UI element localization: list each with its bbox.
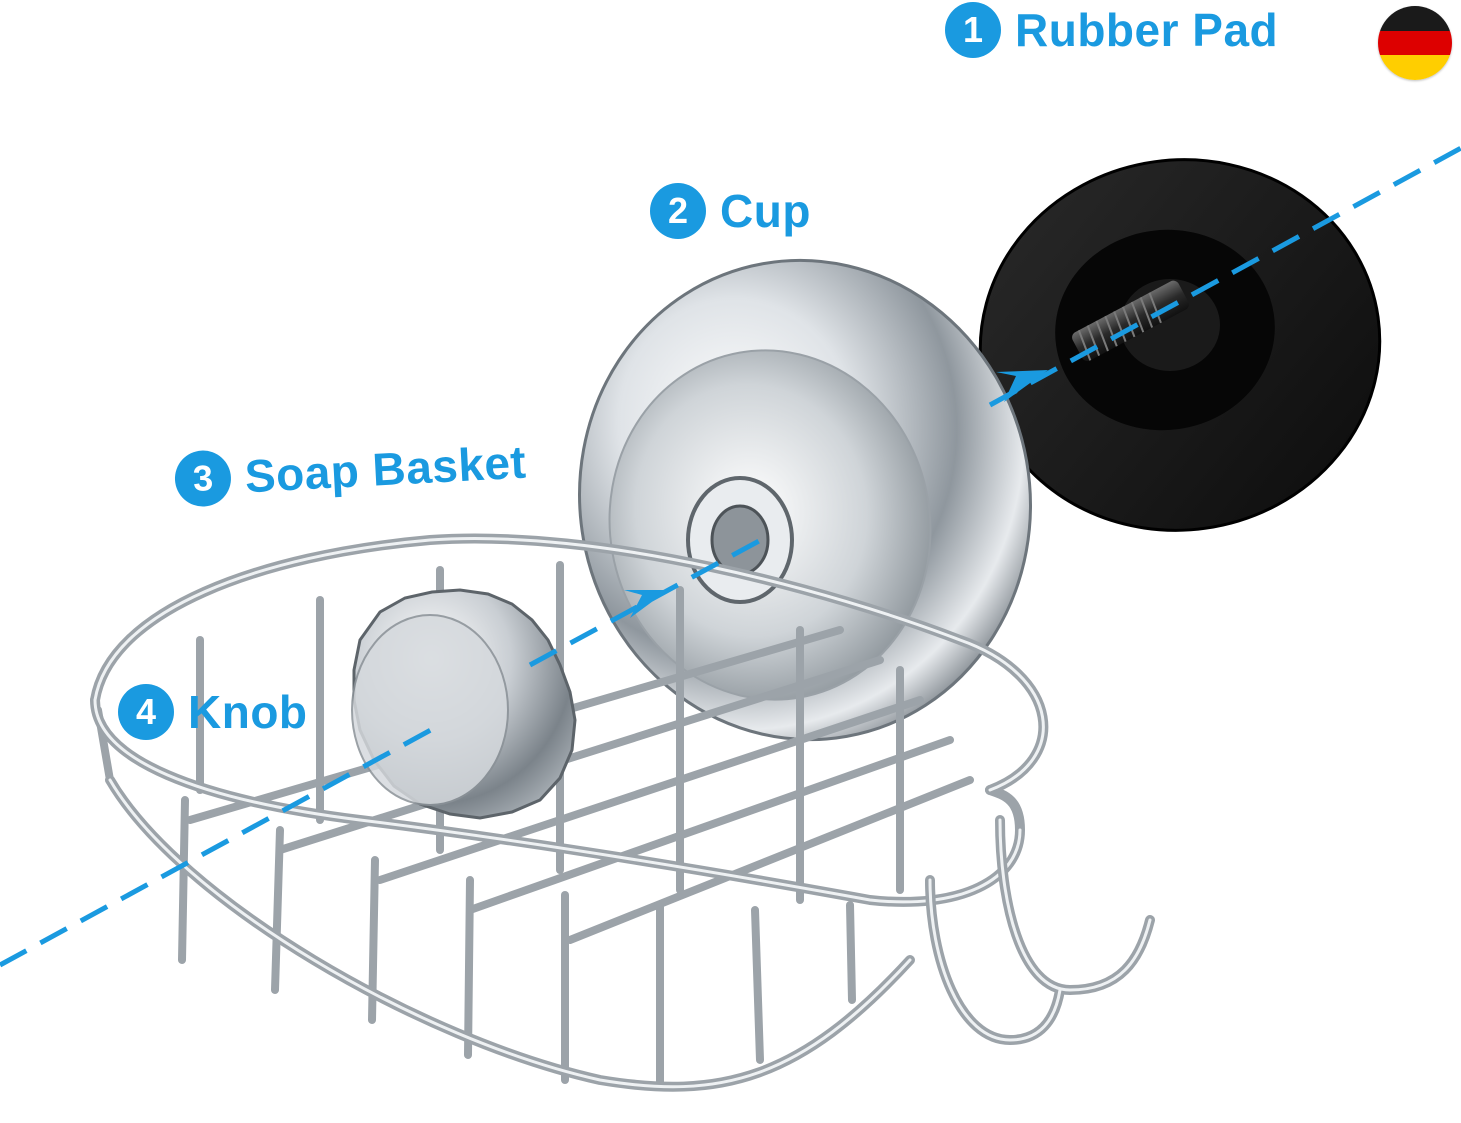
blue-arrow-icon: [624, 370, 1048, 618]
number-badge: 1: [945, 2, 1001, 58]
knob: [351, 588, 577, 820]
rubber-pad: [978, 158, 1382, 532]
callout-knob: 4 Knob: [118, 684, 308, 740]
callout-label: Rubber Pad: [1015, 4, 1279, 56]
number-badge: 3: [173, 449, 233, 508]
number-badge: 4: [118, 684, 174, 740]
screw-bolt: [1072, 280, 1189, 362]
soap-basket: [90, 533, 1155, 1092]
callout-label: Knob: [188, 686, 308, 738]
flag-stripe-red: [1378, 30, 1452, 56]
callout-rubber-pad: 1 Rubber Pad: [945, 2, 1278, 58]
side-hooks: [925, 815, 1155, 1046]
number-badge: 2: [650, 183, 706, 239]
germany-flag-icon: [1378, 6, 1452, 80]
callout-label: Cup: [720, 185, 811, 237]
dashed-assembly-line: [0, 145, 1461, 968]
callout-cup: 2 Cup: [650, 183, 811, 239]
